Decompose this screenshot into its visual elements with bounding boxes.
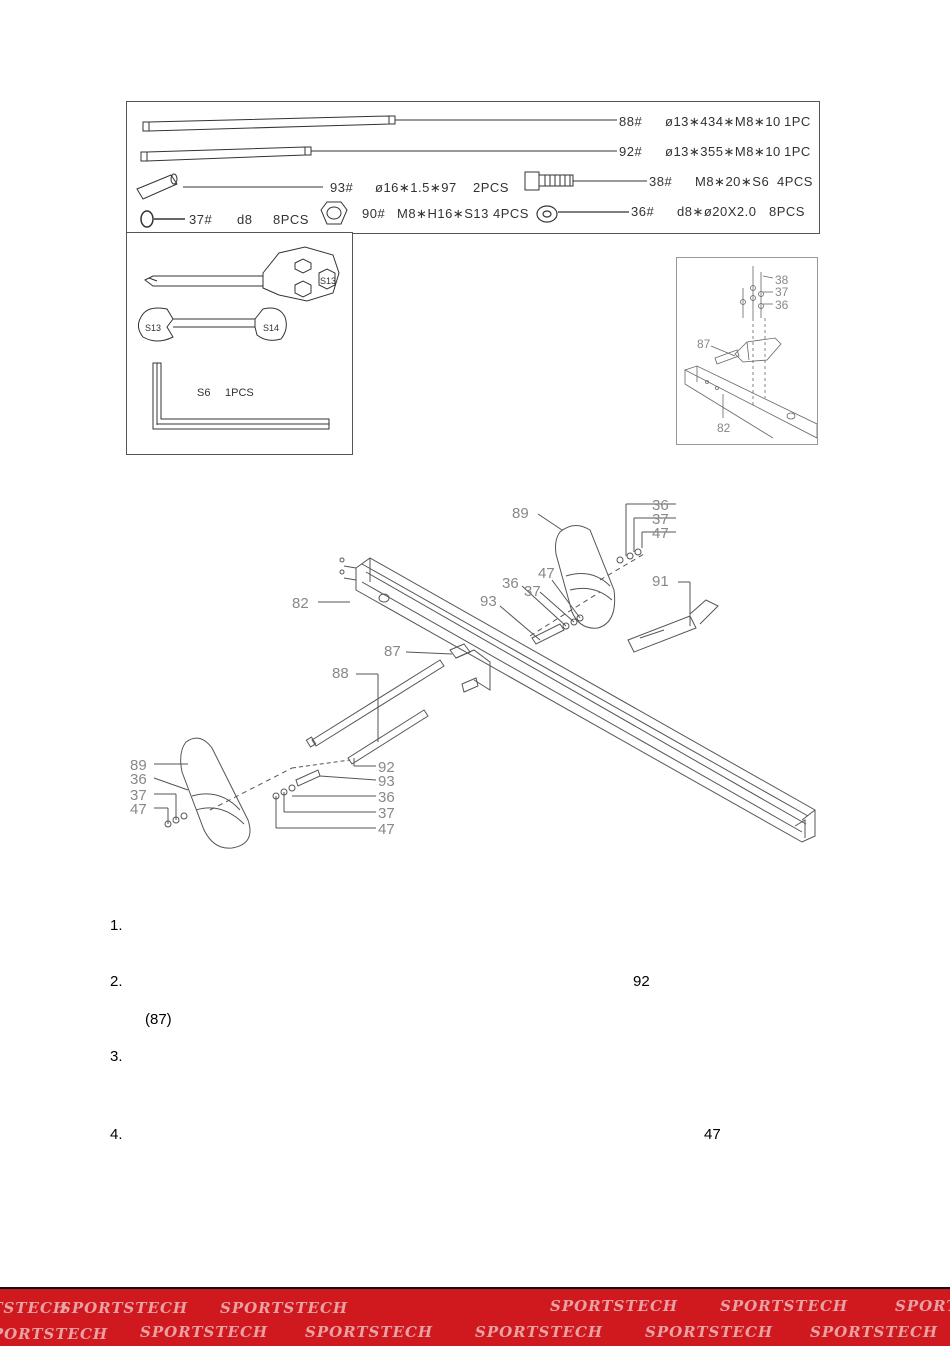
label-47-left: 47 (130, 801, 147, 818)
rod-88-drawing (142, 115, 617, 132)
label-37-right-top: 37 (652, 511, 669, 528)
washer-37-drawing (140, 210, 185, 228)
label-47-bottom: 47 (378, 821, 395, 838)
label-89-left: 89 (130, 757, 147, 774)
part-88-spec: ø13∗434∗M8∗10 (665, 114, 781, 129)
rod-92-drawing (140, 146, 617, 162)
part-92-spec: ø13∗355∗M8∗10 (665, 144, 781, 159)
part-93-code: 93# (330, 180, 354, 195)
label-89-right: 89 (512, 505, 529, 522)
step-4-ref: 47 (704, 1126, 721, 1143)
part-92-qty: 1PC (784, 144, 811, 159)
hex-key-label: S6 (197, 387, 210, 399)
hex-key-icon (152, 362, 330, 430)
label-91: 91 (652, 573, 669, 590)
part-88-code: 88# (619, 114, 643, 129)
label-93-right: 93 (480, 593, 497, 610)
part-36-code: 36# (631, 204, 655, 219)
step-4-number: 4. (110, 1126, 123, 1143)
handle-91 (627, 615, 697, 653)
label-87: 87 (384, 643, 401, 660)
part-37-code: 37# (189, 212, 213, 227)
label-36-bottom: 36 (378, 789, 395, 806)
part-90-code: 90# (362, 206, 386, 221)
part-92-code: 92# (619, 144, 643, 159)
label-36-right-mid: 36 (502, 575, 519, 592)
footer-brand-watermark: SPORTSTECH (0, 1299, 69, 1317)
part-88-qty: 1PC (784, 114, 811, 129)
label-47-right-top: 47 (652, 525, 669, 542)
detail-diagram-box: 38 37 36 87 82 (676, 257, 818, 445)
detail-label-36: 36 (775, 298, 789, 312)
part-93-qty: 2PCS (473, 180, 509, 195)
footer-brand-watermark: SPORTSTECH (475, 1323, 604, 1341)
screwdriver-wrench-icon (144, 246, 340, 302)
bolt-38-drawing (524, 171, 647, 191)
rod-92 (347, 709, 429, 765)
step-3-number: 3. (110, 1048, 123, 1065)
label-36-right-top: 36 (652, 497, 669, 514)
part-90-qty: 4PCS (493, 206, 529, 221)
label-36-left: 36 (130, 771, 147, 788)
hex-key-qty: 1PCS (225, 387, 254, 399)
step-2-ref: 92 (633, 973, 650, 990)
label-37-bottom: 37 (378, 805, 395, 822)
spanner-label-right: S14 (263, 323, 279, 333)
footer-brand-watermark: SPORTSTECH (895, 1297, 950, 1315)
label-82: 82 (292, 595, 309, 612)
part-38-spec: M8∗20∗S6 (695, 174, 770, 189)
detail-label-82: 82 (717, 421, 731, 435)
footer-brand-watermark: SPORTSTECH (60, 1299, 189, 1317)
part-38-code: 38# (649, 174, 673, 189)
brand-footer: SPORTSTECH SPORTSTECH SPORTSTECH SPORTST… (0, 1287, 950, 1346)
step-1-number: 1. (110, 917, 123, 934)
label-47-right-mid: 47 (538, 565, 555, 582)
label-93-left: 93 (378, 773, 395, 790)
label-37-right-mid: 37 (524, 583, 541, 600)
part-90-spec: M8∗H16∗S13 (397, 206, 489, 221)
part-93-spec: ø16∗1.5∗97 (375, 180, 457, 195)
label-88: 88 (332, 665, 349, 682)
detail-label-38: 38 (775, 273, 789, 287)
parts-drawings (136, 115, 647, 228)
spanner-icon (137, 307, 287, 342)
footer-brand-watermark: SPORTSTECH (550, 1297, 679, 1315)
tools-drawing: S13 S13 S14 S6 1PCS (137, 246, 340, 430)
part-38-qty: 4PCS (777, 174, 813, 189)
footer-brand-watermark: SPORTSTECH (645, 1323, 774, 1341)
tool-label-s13-top: S13 (320, 276, 336, 286)
parts-list-box: 88# ø13∗434∗M8∗10 1PC 92# ø13∗355∗M8∗10 … (126, 101, 820, 234)
footer-brand-watermark: SPORTSTECH (220, 1299, 349, 1317)
nut-90-drawing (320, 201, 348, 225)
washer-36-drawing (536, 205, 629, 223)
footer-brand-watermark: SPORTSTECH (140, 1323, 269, 1341)
label-92: 92 (378, 759, 395, 776)
footer-brand-watermark: SPORTSTECH (720, 1297, 849, 1315)
step-2-number: 2. (110, 973, 123, 990)
step-2-ref-2: (87) (145, 1011, 172, 1028)
pedal-left (180, 737, 251, 849)
main-exploded-diagram: 89 36 37 47 91 47 36 37 93 82 87 88 89 3… (130, 497, 816, 849)
part-37-qty: 8PCS (273, 212, 309, 227)
part-36-qty: 8PCS (769, 204, 805, 219)
detail-label-37: 37 (775, 285, 789, 299)
detail-diagram: 38 37 36 87 82 (683, 266, 817, 439)
tube-93-drawing (136, 173, 323, 200)
part-37-spec: d8 (237, 212, 253, 227)
label-37-left: 37 (130, 787, 147, 804)
pedal-right (555, 525, 616, 629)
footer-brand-watermark: SPORTSTECH (810, 1323, 939, 1341)
spanner-label-left: S13 (145, 323, 161, 333)
part-36-spec: d8∗ø20X2.0 (677, 204, 757, 219)
detail-label-87: 87 (697, 337, 711, 351)
tools-box: S13 S13 S14 S6 1PCS (126, 232, 353, 455)
footer-brand-watermark: SPORTSTECH (305, 1323, 434, 1341)
footer-brand-watermark: SPORTSTECH (0, 1325, 109, 1343)
